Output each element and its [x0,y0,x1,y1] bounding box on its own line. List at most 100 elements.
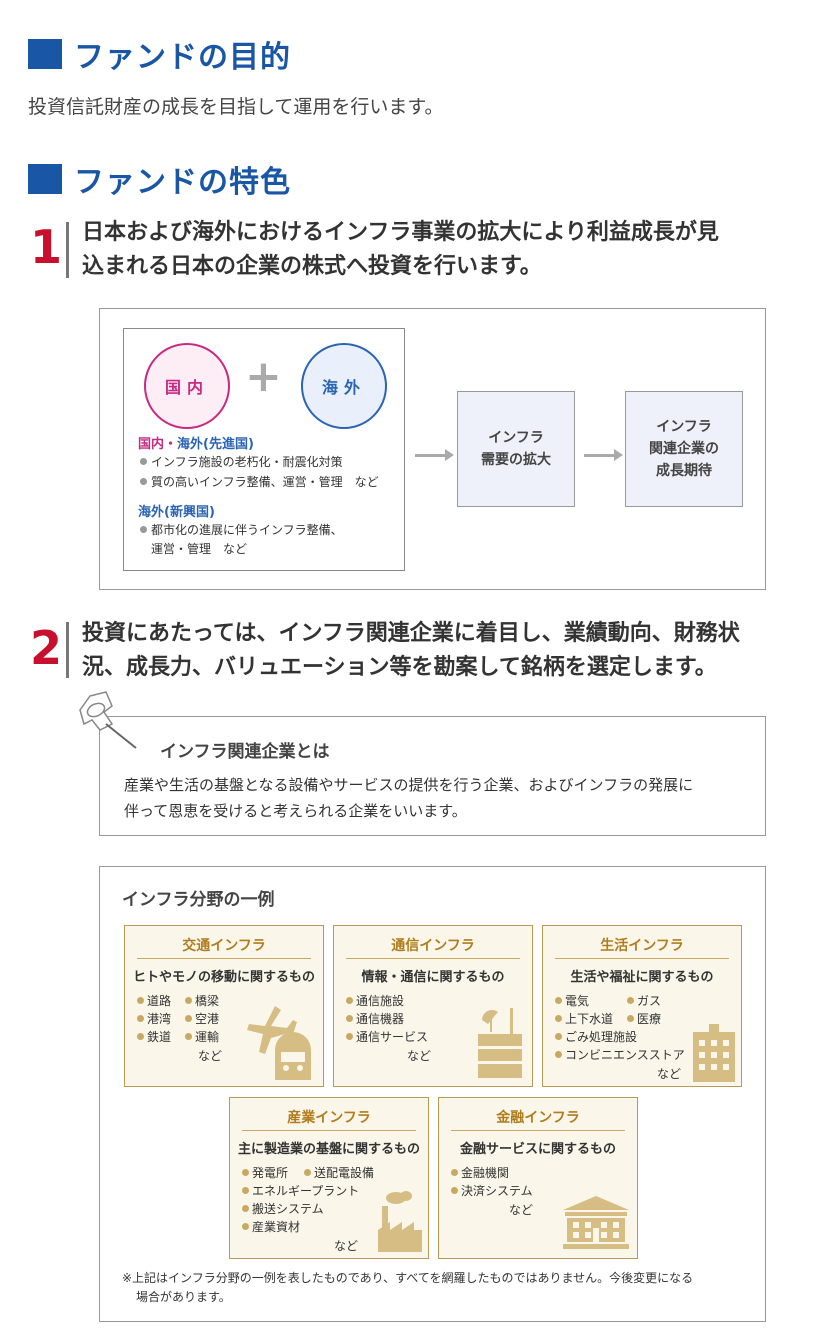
features-heading: ファンドの特色 [28,157,291,201]
feature1-text: 日本および海外におけるインフラ事業の拡大により利益成長が見 込まれる日本の企業の… [82,216,719,284]
category-title: 交通インフラ [182,938,266,954]
feature2-line1: 投資にあたっては、インフラ関連企業に着目し、業績動向、財務状 [82,621,740,646]
bullet-dot-icon [555,1051,562,1058]
developed-label-overseas: 海外(先進国) [177,437,254,452]
category-item-text: 電気 [565,994,590,1008]
emerging-label: 海外(新興国) [138,505,215,520]
category-item: ごみ処理施設 [555,1028,637,1045]
emerging-item-1: 都市化の進展に伴うインフラ整備、 [140,521,343,540]
bullet-dot-icon [185,1015,192,1022]
category-item-text: コンビニエンスストア [565,1048,685,1062]
developed-item-2-text: 質の高いインフラ整備、運営・管理 など [151,475,379,489]
category-item: コンビニエンスストア [555,1046,685,1063]
category-divider [242,1130,416,1131]
category-item-text: 空港 [195,1012,220,1026]
bullet-dot-icon [242,1205,249,1212]
emerging-item-1-text: 都市化の進展に伴うインフラ整備、 [151,523,343,537]
category-item: 医療 [627,1010,661,1027]
category-divider [137,958,311,959]
category-title: 通信インフラ [391,938,475,954]
category-item: 発電所 [242,1164,288,1181]
category-etc: など [657,1067,682,1081]
category-item: 通信機器 [346,1010,404,1027]
category-subtitle: 情報・通信に関するもの [361,970,505,985]
arrow-right-icon [614,449,623,461]
heading-square-marker [28,39,62,69]
category-item: 道路 [137,992,171,1009]
category-item-text: 通信施設 [356,994,405,1008]
purpose-text: 投資信託財産の成長を目指して運用を行います。 [28,96,444,118]
category-item-text: 橋梁 [195,994,220,1008]
flow-box-demand: インフラ 需要の拡大 [457,391,575,507]
category-item: 産業資材 [242,1218,300,1235]
category-item-text: 運輸 [195,1030,220,1044]
bullet-dot-icon [137,1033,144,1040]
purpose-heading: ファンドの目的 [28,32,291,76]
developed-item-1-text: インフラ施設の老朽化・耐震化対策 [151,455,343,469]
category-item-text: 金融機関 [461,1166,510,1180]
category-item-text: エネルギープラント [252,1184,360,1198]
category-etc: など [198,1049,223,1063]
category-divider [555,958,729,959]
bullet-dot-icon [555,1033,562,1040]
features-title: ファンドの特色 [74,165,291,200]
arrow-shaft [584,453,614,457]
category-item-text: 発電所 [252,1166,289,1180]
heading-square-marker [28,164,62,194]
category-etc: など [334,1239,359,1253]
bullet-dot-icon [627,1015,634,1022]
emerging-item-2: 運営・管理 など [151,542,248,556]
developed-label: 国内・海外(先進国) [138,433,254,452]
feature2-number: 2 [30,621,63,675]
category-item-text: 通信機器 [356,1012,405,1026]
category-transport: 交通インフラ ヒトやモノの移動に関するもの 道路 橋梁 港湾 空港 鉄道 運輸 … [124,925,324,1087]
disclaimer-line1: ※上記はインフラ分野の一例を表したものであり、すべてを網羅したものではありません… [122,1271,694,1285]
feature1-divider [66,222,69,278]
developed-item-1: インフラ施設の老朽化・耐震化対策 [140,453,343,472]
bullet-dot-icon [555,997,562,1004]
feature2-line2: 況、成長力、バリュエーション等を勘案して銘柄を選定します。 [82,655,717,680]
category-item-text: 上下水道 [565,1012,614,1026]
bullet-dot-icon [346,1015,353,1022]
developed-label-separator: ・ [164,437,178,452]
bullet-dot-icon [346,997,353,1004]
bank-icon [563,1196,629,1249]
antenna-server-icon [478,1008,522,1078]
category-item: 搬送システム [242,1200,324,1217]
bullet-dot-icon [137,1015,144,1022]
category-title: 産業インフラ [287,1110,371,1126]
feature1-line2: 込まれる日本の企業の株式へ投資を行います。 [82,254,542,279]
category-item: 鉄道 [137,1028,171,1045]
category-divider [346,958,520,959]
category-subtitle: ヒトやモノの移動に関するもの [132,970,315,985]
category-item-text: 医療 [637,1012,662,1026]
category-item-text: 港湾 [147,1012,172,1026]
category-item-text: ガス [637,994,662,1008]
feature2-text: 投資にあたっては、インフラ関連企業に着目し、業績動向、財務状 況、成長力、バリュ… [82,617,740,685]
examples-box: インフラ分野の一例 交通インフラ ヒトやモノの移動に関するもの 道路 橋梁 港湾… [99,866,766,1322]
definition-body: 産業や生活の基盤となる設備やサービスの提供を行う企業、およびインフラの発展に 伴… [124,772,693,824]
bullet-dot-icon [140,478,147,485]
category-item-text: 道路 [147,994,172,1008]
category-item-text: 産業資材 [252,1220,301,1234]
category-life: 生活インフラ 生活や福祉に関するもの 電気 ガス 上下水道 医療 ごみ処理施設 … [542,925,742,1087]
feature1-number: 1 [30,220,63,274]
definition-box: インフラ関連企業とは 産業や生活の基盤となる設備やサービスの提供を行う企業、およ… [99,716,766,836]
bullet-dot-icon [140,458,147,465]
category-item-text: 通信サービス [356,1030,429,1044]
feature2-divider [66,622,69,678]
bullet-dot-icon [555,1015,562,1022]
flow-arrow-2 [584,449,623,461]
category-item-text: 搬送システム [252,1202,324,1216]
bullet-dot-icon [451,1169,458,1176]
category-item: 通信サービス [346,1028,428,1045]
category-subtitle: 生活や福祉に関するもの [570,970,714,985]
category-item: 上下水道 [555,1010,613,1027]
category-item-text: 決済システム [461,1184,533,1198]
category-etc: など [407,1049,432,1063]
domestic-overseas-panel: 国内 + 海外 国内・海外(先進国) インフラ施設の老朽化・耐震化対策 質の高い… [123,328,405,571]
developed-label-domestic: 国内 [138,437,165,452]
developed-item-2: 質の高いインフラ整備、運営・管理 など [140,473,379,492]
feature1-diagram: 国内 + 海外 国内・海外(先進国) インフラ施設の老朽化・耐震化対策 質の高い… [99,308,766,590]
bullet-dot-icon [627,997,634,1004]
